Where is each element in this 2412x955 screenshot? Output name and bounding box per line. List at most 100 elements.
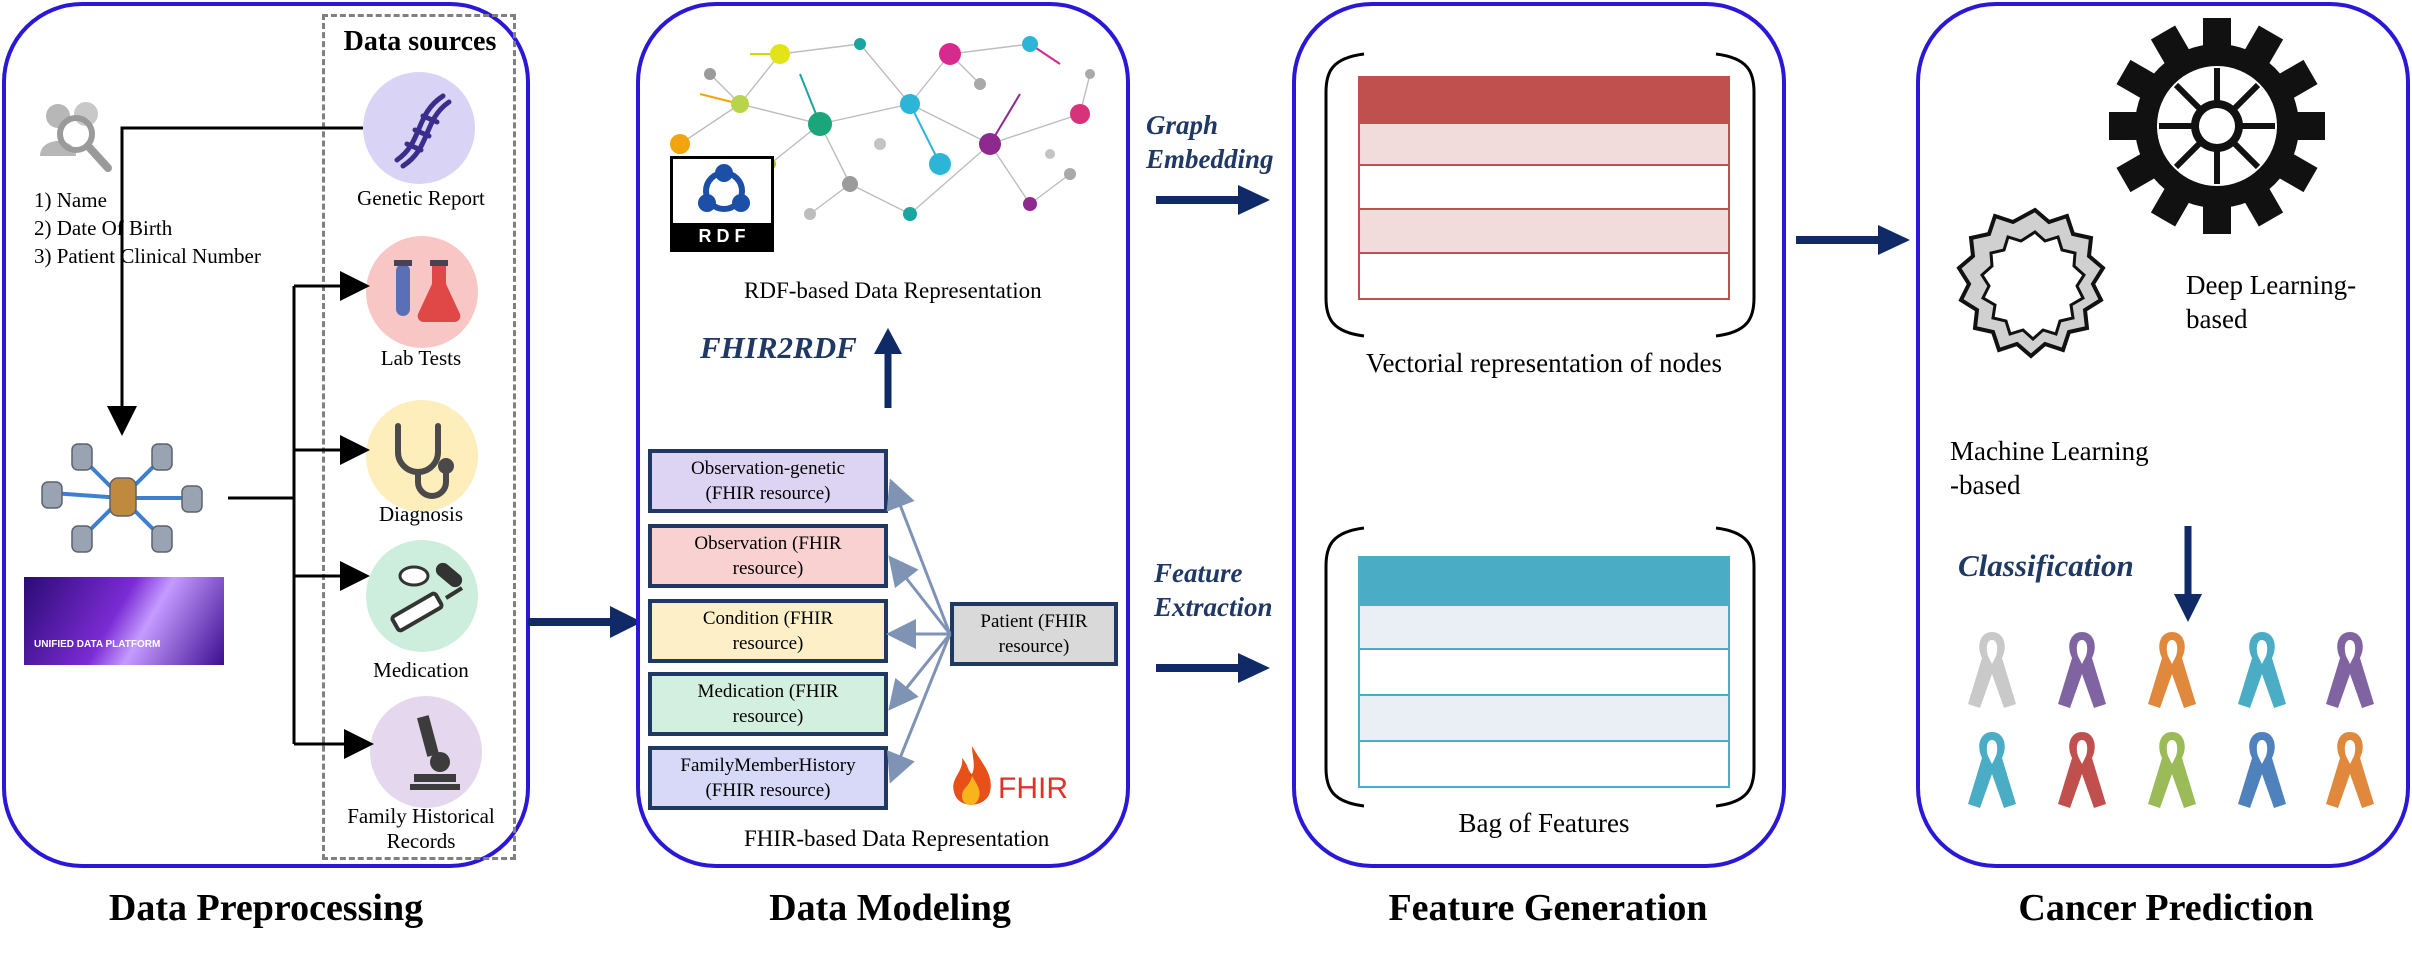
vector-table-row: [1358, 122, 1730, 166]
machine-learning-line1: Machine Learning: [1950, 436, 2149, 466]
fhir-resource-connectors: [886, 478, 952, 784]
ribbon-icon: [1968, 732, 2016, 808]
diagnosis-label: Diagnosis: [379, 502, 463, 526]
resource-family-member-history-line1: FamilyMemberHistory: [680, 755, 856, 776]
data-sources-box: [322, 14, 516, 860]
resource-patient-line1: Patient (FHIR: [980, 611, 1088, 632]
patient-field-name: 1) Name: [34, 188, 107, 212]
arrow-generation-to-prediction: [1796, 225, 1910, 255]
patient-field-dob: 2) Date Of Birth: [34, 216, 173, 240]
unified-data-platform-banner: UNIFIED DATA PLATFORM: [24, 577, 224, 665]
ribbon-icon: [1968, 632, 2016, 708]
section-title-preprocessing: Data Preprocessing: [108, 887, 424, 929]
resource-condition-line2: resource): [732, 633, 804, 654]
bag-table-row: [1358, 604, 1730, 650]
bag-table-row: [1358, 696, 1730, 742]
deep-learning-line2: based: [2186, 304, 2248, 334]
arrow-graph-embedding: [1156, 185, 1270, 215]
vector-caption: Vectorial representation of nodes: [1365, 348, 1723, 378]
resource-observation-line1: Observation (FHIR: [694, 533, 842, 554]
deep-learning-line1: Deep Learning-: [2186, 270, 2357, 300]
resource-observation-genetic-line1: Observation-genetic: [690, 458, 846, 479]
patient-search-icon: [36, 96, 120, 185]
diagnosis-icon: [366, 400, 478, 512]
ribbon-icon: [2148, 732, 2196, 808]
vector-table-header: [1358, 76, 1730, 122]
rdf-logo-icon: [698, 164, 750, 212]
flame-icon: [953, 746, 991, 805]
fhir-caption: FHIR-based Data Representation: [744, 826, 1050, 851]
deep-learning-gear-icon: [2109, 18, 2325, 234]
classification-label: Classification: [1958, 548, 2134, 583]
arrow-classification: [2174, 526, 2202, 622]
lab-tests-icon: [366, 236, 478, 348]
resource-family-member-history: FamilyMemberHistory (FHIR resource): [648, 746, 888, 810]
resource-family-member-history-line2: (FHIR resource): [705, 780, 831, 801]
rdf-caption: RDF-based Data Representation: [744, 278, 1042, 303]
resource-medication-line1: Medication (FHIR: [697, 681, 839, 702]
arrow-feature-extraction: [1156, 653, 1270, 683]
resource-condition-line1: Condition (FHIR: [702, 608, 834, 629]
feature-extraction-line2: Extraction: [1154, 592, 1273, 622]
arrow-preprocessing-to-modeling: [528, 606, 642, 638]
deep-learning-label: Deep Learning-based: [2186, 268, 2356, 336]
family-records-label: Family Historical Records: [347, 804, 495, 853]
patient-field-number: 3) Patient Clinical Number: [34, 244, 261, 268]
ribbon-icon: [2238, 732, 2286, 808]
rdf-network-graphic: [670, 36, 1095, 221]
bag-table: [1358, 556, 1730, 788]
bag-table-row: [1358, 742, 1730, 788]
fhir-logo: FHIR: [950, 744, 1070, 814]
ribbon-icon: [2326, 732, 2374, 808]
resource-observation-genetic-line2: (FHIR resource): [705, 483, 831, 504]
bag-table-header: [1358, 556, 1730, 604]
family-records-icon: [370, 696, 482, 808]
machine-learning-gear-icon: [1956, 207, 2106, 359]
medication-label: Medication: [373, 658, 469, 682]
ribbon-icon: [2326, 632, 2374, 708]
vector-table-row: [1358, 210, 1730, 254]
vector-table: [1358, 76, 1730, 302]
rdf-badge-text: R D F: [673, 223, 771, 249]
ribbon-icon: [2058, 732, 2106, 808]
ribbon-icon: [2148, 632, 2196, 708]
section-title-modeling: Data Modeling: [769, 887, 1011, 929]
resource-observation-genetic: Observation-genetic (FHIR resource): [648, 449, 888, 513]
resource-condition: Condition (FHIR resource): [648, 599, 888, 663]
platform-banner-text: UNIFIED DATA PLATFORM: [34, 639, 161, 650]
machine-learning-line2: -based: [1950, 470, 2021, 500]
resource-observation: Observation (FHIR resource): [648, 524, 888, 588]
machine-learning-label: Machine Learning -based: [1950, 434, 2149, 502]
fhir-logo-text: FHIR: [998, 772, 1068, 805]
ribbon-icon: [2238, 632, 2286, 708]
genetic-report-icon: [363, 72, 475, 184]
lab-tests-label: Lab Tests: [380, 346, 462, 370]
preprocessing-connectors: [107, 126, 374, 759]
resource-medication: Medication (FHIR resource): [648, 672, 888, 736]
cancer-ribbons: [1966, 628, 2376, 812]
resource-observation-line2: resource): [732, 558, 804, 579]
data-sources-title: Data sources: [343, 26, 497, 57]
arrow-fhir-to-rdf: [874, 328, 902, 408]
vector-table-row: [1358, 254, 1730, 300]
feature-extraction-line1: Feature: [1154, 558, 1243, 588]
bag-caption: Bag of Features: [1458, 808, 1630, 838]
resource-patient: Patient (FHIR resource): [950, 602, 1118, 666]
ribbon-icon: [2058, 632, 2106, 708]
vector-table-row: [1358, 166, 1730, 210]
database-cluster-icon: [22, 438, 222, 563]
section-title-prediction: Cancer Prediction: [2018, 887, 2314, 929]
genetic-report-label: Genetic Report: [357, 186, 485, 210]
vector-table-brackets: [1324, 52, 1756, 338]
bag-table-row: [1358, 650, 1730, 696]
section-title-generation: Feature Generation: [1388, 887, 1708, 929]
resource-patient-line2: resource): [998, 636, 1070, 657]
graph-embedding-line1: Graph: [1146, 110, 1219, 140]
bag-table-brackets: [1324, 526, 1756, 808]
fhir2rdf-label: FHIR2RDF: [700, 330, 857, 365]
graph-embedding-line2: Embedding: [1146, 144, 1274, 174]
resource-medication-line2: resource): [732, 706, 804, 727]
rdf-badge: R D F: [670, 156, 774, 252]
